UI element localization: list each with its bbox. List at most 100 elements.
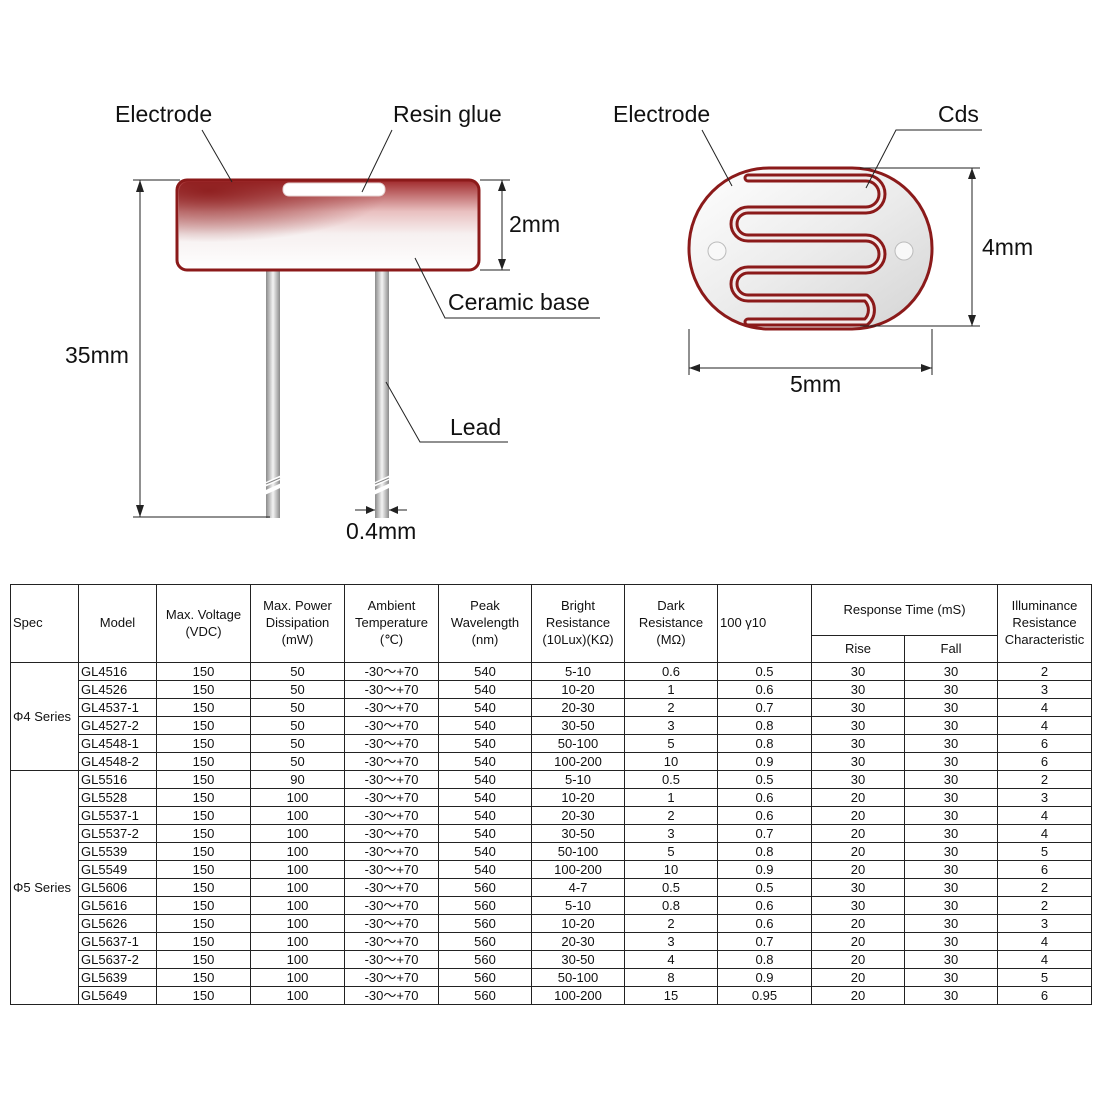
cell-model: GL5606 xyxy=(78,878,157,897)
lead-break-mark xyxy=(261,474,394,496)
lead-break-outline xyxy=(265,477,390,485)
cell-fall: 30 xyxy=(904,680,998,699)
cell-max-voltage: 150 xyxy=(156,914,251,933)
cell-ambient-temp: -30～+70 xyxy=(344,986,439,1005)
cell-max-power: 50 xyxy=(250,662,345,681)
cell-fall: 30 xyxy=(904,788,998,807)
cell-dark-resistance: 5 xyxy=(624,734,718,753)
cell-bright-resistance: 10-20 xyxy=(531,914,625,933)
cell-gamma: 0.7 xyxy=(717,698,812,717)
cell-max-power: 100 xyxy=(250,932,345,951)
cell-ambient-temp: -30～+70 xyxy=(344,968,439,987)
label-lead-diameter: 0.4mm xyxy=(346,518,416,544)
cell-rise: 20 xyxy=(811,950,905,969)
cell-model: GL5539 xyxy=(78,842,157,861)
cell-bright-resistance: 4-7 xyxy=(531,878,625,897)
cell-gamma: 0.9 xyxy=(717,752,812,771)
cell-fall: 30 xyxy=(904,824,998,843)
dimension-line-35mm xyxy=(133,179,270,518)
cell-dark-resistance: 1 xyxy=(624,680,718,699)
cell-bright-resistance: 5-10 xyxy=(531,662,625,681)
cell-ambient-temp: -30～+70 xyxy=(344,680,439,699)
photoresistor-diagram: Electrode Resin glue 2mm Ceramic base 35… xyxy=(65,101,1033,544)
cell-rise: 20 xyxy=(811,932,905,951)
cell-peak-wavelength: 540 xyxy=(438,734,532,753)
label-thickness-2mm: 2mm xyxy=(509,211,560,237)
cell-illuminance: 3 xyxy=(997,788,1092,807)
cell-dark-resistance: 10 xyxy=(624,860,718,879)
cell-max-power: 90 xyxy=(250,770,345,789)
cell-rise: 20 xyxy=(811,788,905,807)
label-electrode-side: Electrode xyxy=(115,101,212,127)
cell-bright-resistance: 30-50 xyxy=(531,950,625,969)
cell-model: GL4526 xyxy=(78,680,157,699)
cell-ambient-temp: -30～+70 xyxy=(344,950,439,969)
cell-max-voltage: 150 xyxy=(156,788,251,807)
cell-peak-wavelength: 560 xyxy=(438,932,532,951)
cell-max-voltage: 150 xyxy=(156,662,251,681)
cell-max-power: 100 xyxy=(250,860,345,879)
cell-illuminance: 5 xyxy=(997,842,1092,861)
electrode-shading xyxy=(179,182,477,268)
dimension-line-4mm xyxy=(860,167,980,327)
label-length-35mm: 35mm xyxy=(65,342,129,368)
cell-gamma: 0.7 xyxy=(717,932,812,951)
cell-ambient-temp: -30～+70 xyxy=(344,806,439,825)
cell-dark-resistance: 3 xyxy=(624,716,718,735)
label-resin-glue: Resin glue xyxy=(393,101,502,127)
cell-model: GL5626 xyxy=(78,914,157,933)
cell-max-voltage: 150 xyxy=(156,968,251,987)
cell-max-power: 50 xyxy=(250,698,345,717)
cell-max-power: 50 xyxy=(250,734,345,753)
cell-fall: 30 xyxy=(904,896,998,915)
cell-max-voltage: 150 xyxy=(156,896,251,915)
cell-fall: 30 xyxy=(904,860,998,879)
cell-model: GL4516 xyxy=(78,662,157,681)
table-header: Spec Model Max. Voltage (VDC) Max. Power… xyxy=(10,584,1092,663)
cell-rise: 30 xyxy=(811,698,905,717)
lead-right xyxy=(375,268,389,518)
cell-rise: 30 xyxy=(811,878,905,897)
header-illuminance: Illuminance Resistance Characteristic xyxy=(997,584,1092,663)
cell-bright-resistance: 30-50 xyxy=(531,824,625,843)
cell-model: GL4537-1 xyxy=(78,698,157,717)
cell-peak-wavelength: 560 xyxy=(438,950,532,969)
cell-ambient-temp: -30～+70 xyxy=(344,698,439,717)
cds-track-inner xyxy=(732,176,884,324)
spec-table: Spec Model Max. Voltage (VDC) Max. Power… xyxy=(10,584,1092,1005)
cell-model: GL5537-2 xyxy=(78,824,157,843)
cell-illuminance: 4 xyxy=(997,824,1092,843)
cell-rise: 20 xyxy=(811,842,905,861)
header-max-power: Max. Power Dissipation (mW) xyxy=(250,584,345,663)
leader-cds xyxy=(865,129,982,189)
header-spec: Spec xyxy=(10,584,79,663)
cell-model: GL5537-1 xyxy=(78,806,157,825)
leader-resin-glue xyxy=(361,129,393,193)
dimension-line-2mm xyxy=(480,179,510,271)
cell-ambient-temp: -30～+70 xyxy=(344,770,439,789)
cell-dark-resistance: 3 xyxy=(624,932,718,951)
cell-dark-resistance: 15 xyxy=(624,986,718,1005)
cell-rise: 30 xyxy=(811,896,905,915)
header-rise: Rise xyxy=(811,635,905,663)
cell-bright-resistance: 20-30 xyxy=(531,806,625,825)
cell-dark-resistance: 2 xyxy=(624,698,718,717)
cell-peak-wavelength: 540 xyxy=(438,680,532,699)
cell-max-power: 100 xyxy=(250,914,345,933)
cell-illuminance: 4 xyxy=(997,806,1092,825)
cell-rise: 30 xyxy=(811,752,905,771)
cell-illuminance: 5 xyxy=(997,968,1092,987)
cell-max-voltage: 150 xyxy=(156,986,251,1005)
cell-bright-resistance: 5-10 xyxy=(531,770,625,789)
arrow-0.4mm xyxy=(366,506,398,514)
cell-ambient-temp: -30～+70 xyxy=(344,842,439,861)
